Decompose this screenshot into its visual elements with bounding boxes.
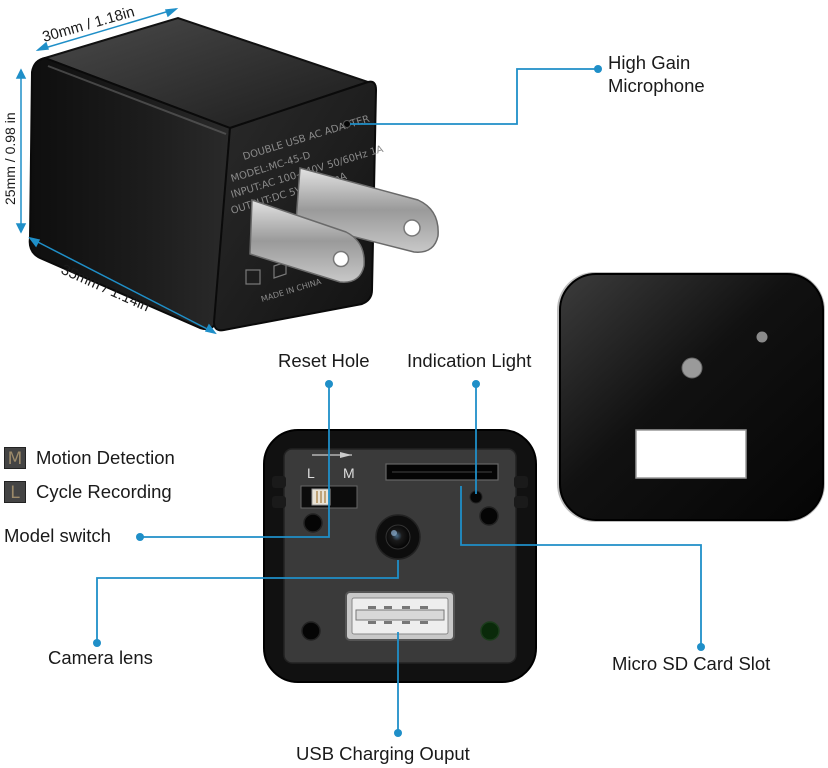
cycle-badge-icon: L: [4, 481, 26, 503]
sd-slot-label: Micro SD Card Slot: [612, 653, 771, 674]
microphone-hole: [343, 120, 351, 128]
control-panel: L M: [263, 429, 537, 683]
switch-mark-m: M: [343, 465, 355, 481]
microphone-label-line1: High Gain: [608, 52, 691, 73]
reset-hole[interactable]: [303, 513, 323, 533]
bottom-right-hole: [480, 621, 500, 641]
motion-badge-icon: M: [4, 447, 26, 469]
usb-output-label: USB Charging Ouput: [296, 743, 470, 764]
plug-prongs: [249, 167, 439, 283]
legend-text-cycle: Cycle Recording: [36, 481, 172, 502]
legend-cycle-recording: L Cycle Recording: [4, 481, 172, 503]
camera-front-face: [557, 272, 825, 522]
legend-text-motion: Motion Detection: [36, 447, 175, 468]
pinhole-lens-dot: [681, 357, 703, 379]
microphone-callout: [350, 65, 602, 125]
indicator-dot: [756, 331, 768, 343]
sd-slot-leader: [460, 486, 702, 647]
adapter-3d-view: DOUBLE USB AC ADAPTER MODEL:MC-45-D INPU…: [28, 16, 439, 332]
reset-hole-label: Reset Hole: [278, 350, 370, 371]
bottom-left-hole: [301, 621, 321, 641]
adapter-side-face: [28, 56, 232, 331]
prong-top: [295, 167, 439, 253]
usb-window: [635, 429, 747, 479]
camera-lens-leader: [96, 560, 399, 643]
callout-dots: [93, 380, 705, 737]
legend-motion-detection: M Motion Detection: [4, 447, 175, 469]
dim-height-label: 25mm / 0.98 in: [2, 112, 18, 205]
model-switch-label: Model switch: [4, 525, 111, 546]
right-screw-hole: [479, 506, 499, 526]
adapter-edge-highlight: [47, 65, 227, 135]
callout-lines: [96, 384, 702, 733]
camera-lens-label: Camera lens: [48, 647, 153, 668]
reset-hole-leader: [140, 384, 330, 538]
indication-light-label: Indication Light: [407, 350, 532, 371]
usb-port[interactable]: [345, 591, 455, 641]
microphone-label-line2: Microphone: [608, 75, 705, 96]
dim-depth-line: [29, 237, 216, 334]
dimension-lines: [15, 8, 217, 335]
dim-width-line: [37, 8, 177, 51]
switch-mark-l: L: [307, 465, 315, 481]
